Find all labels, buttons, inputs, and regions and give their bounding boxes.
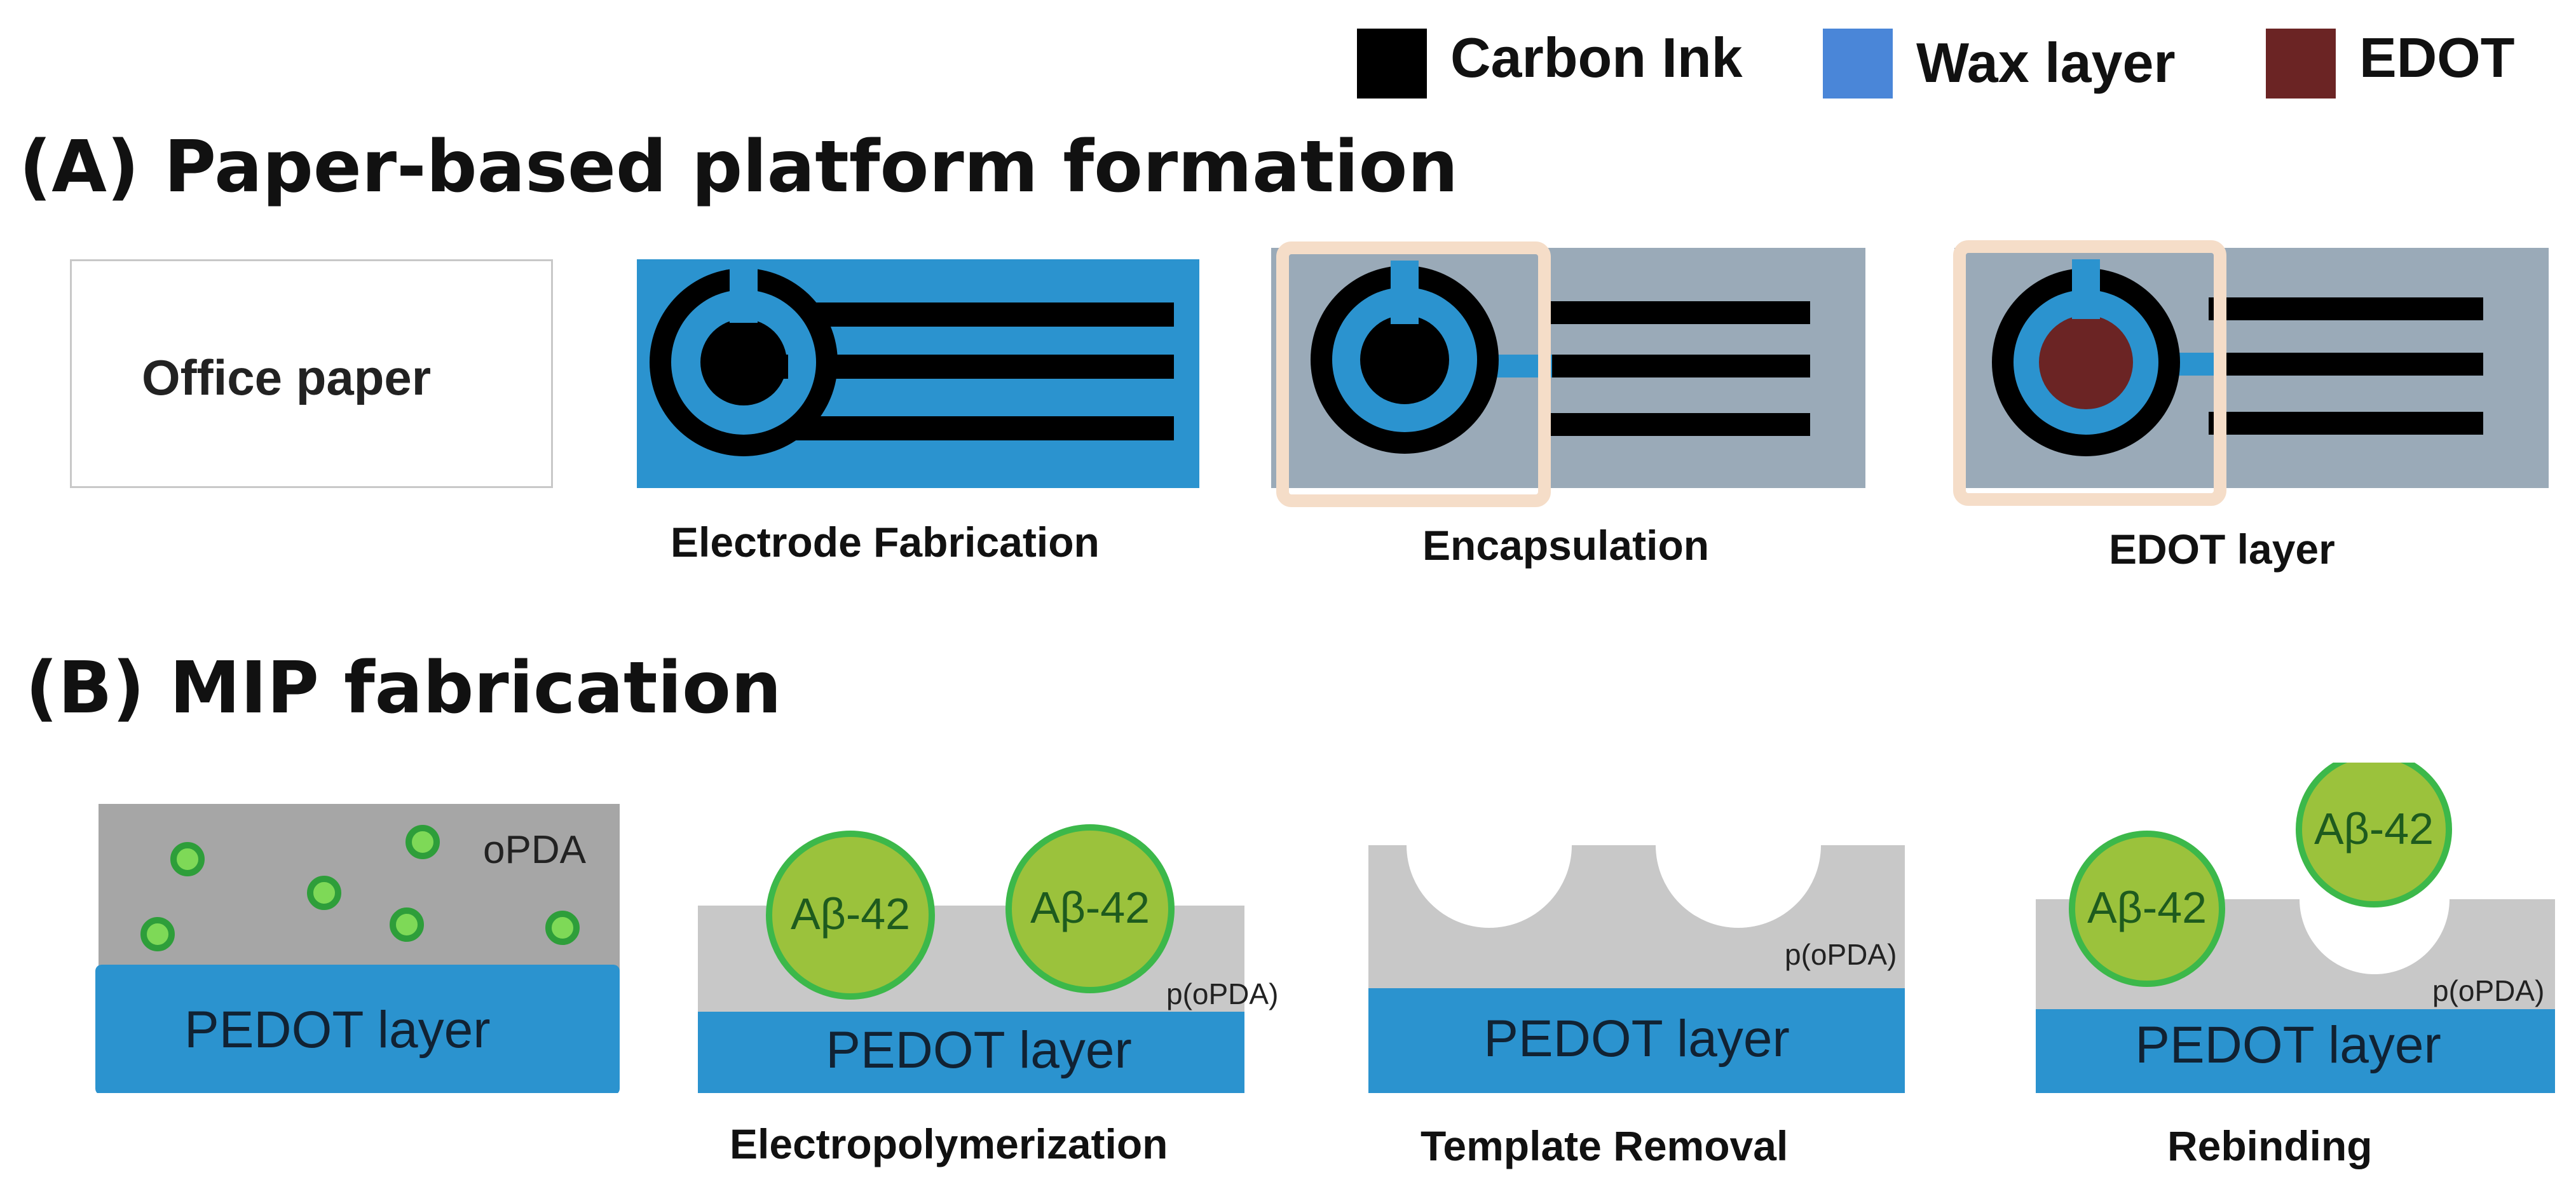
analyte-label-2: Aβ-42 (1030, 883, 1150, 932)
analyte-label-3: Aβ-42 (2087, 883, 2207, 932)
legend-label-edot: EDOT (2359, 26, 2515, 89)
monomer-label: oPDA (483, 828, 587, 872)
electropolymerization-panel: Aβ-42 Aβ-42 p(oPDA) PEDOT layer (698, 824, 1278, 1093)
pedot-label-3: PEDOT layer (1483, 1010, 1790, 1068)
mip-diagram: oPDA PEDOT layer Aβ-42 Aβ-42 p(oPDA) PED… (95, 763, 2555, 1093)
polymer-label-1: p(oPDA) (1166, 977, 1278, 1010)
electrode-fabrication-panel (637, 259, 1199, 488)
caption-encapsulation: Encapsulation (1422, 522, 1710, 569)
polymer-label-3: p(oPDA) (2432, 974, 2544, 1007)
rebinding-panel: Aβ-42 Aβ-42 p(oPDA) PEDOT layer (2036, 763, 2555, 1093)
caption-electrode-fabrication: Electrode Fabrication (671, 519, 1100, 566)
analyte-label-1: Aβ-42 (791, 889, 910, 939)
pedot-label-4: PEDOT layer (2135, 1016, 2441, 1074)
analyte-label-4: Aβ-42 (2314, 804, 2434, 853)
caption-rebinding: Rebinding (2167, 1122, 2373, 1169)
template-removal-panel: p(oPDA) PEDOT layer (1368, 845, 1905, 1093)
monomer-panel: oPDA PEDOT layer (95, 804, 620, 1093)
encapsulation-panel (1271, 241, 1865, 507)
edot-layer-panel (1953, 240, 2549, 506)
section-a-title: (A) Paper-based platform formation (19, 126, 1459, 208)
caption-electropolymerization: Electropolymerization (730, 1120, 1168, 1167)
pedot-label-1: PEDOT layer (184, 1001, 491, 1059)
section-b-title: (B) MIP fabrication (25, 647, 782, 730)
legend-label-carbon-ink: Carbon Ink (1450, 26, 1743, 89)
platform-diagram (637, 240, 2549, 507)
office-paper-label: Office paper (142, 350, 432, 405)
legend-label-wax-layer: Wax layer (1916, 31, 2176, 94)
legend-swatch-carbon-ink (1357, 29, 1427, 99)
polymer-label-2: p(oPDA) (1785, 938, 1897, 971)
office-paper-panel: Office paper (70, 259, 553, 488)
caption-template-removal: Template Removal (1421, 1122, 1789, 1169)
pedot-label-2: PEDOT layer (826, 1021, 1132, 1079)
legend-swatch-wax-layer (1823, 29, 1893, 99)
caption-edot-layer: EDOT layer (2109, 526, 2335, 573)
legend-swatch-edot (2266, 29, 2336, 99)
